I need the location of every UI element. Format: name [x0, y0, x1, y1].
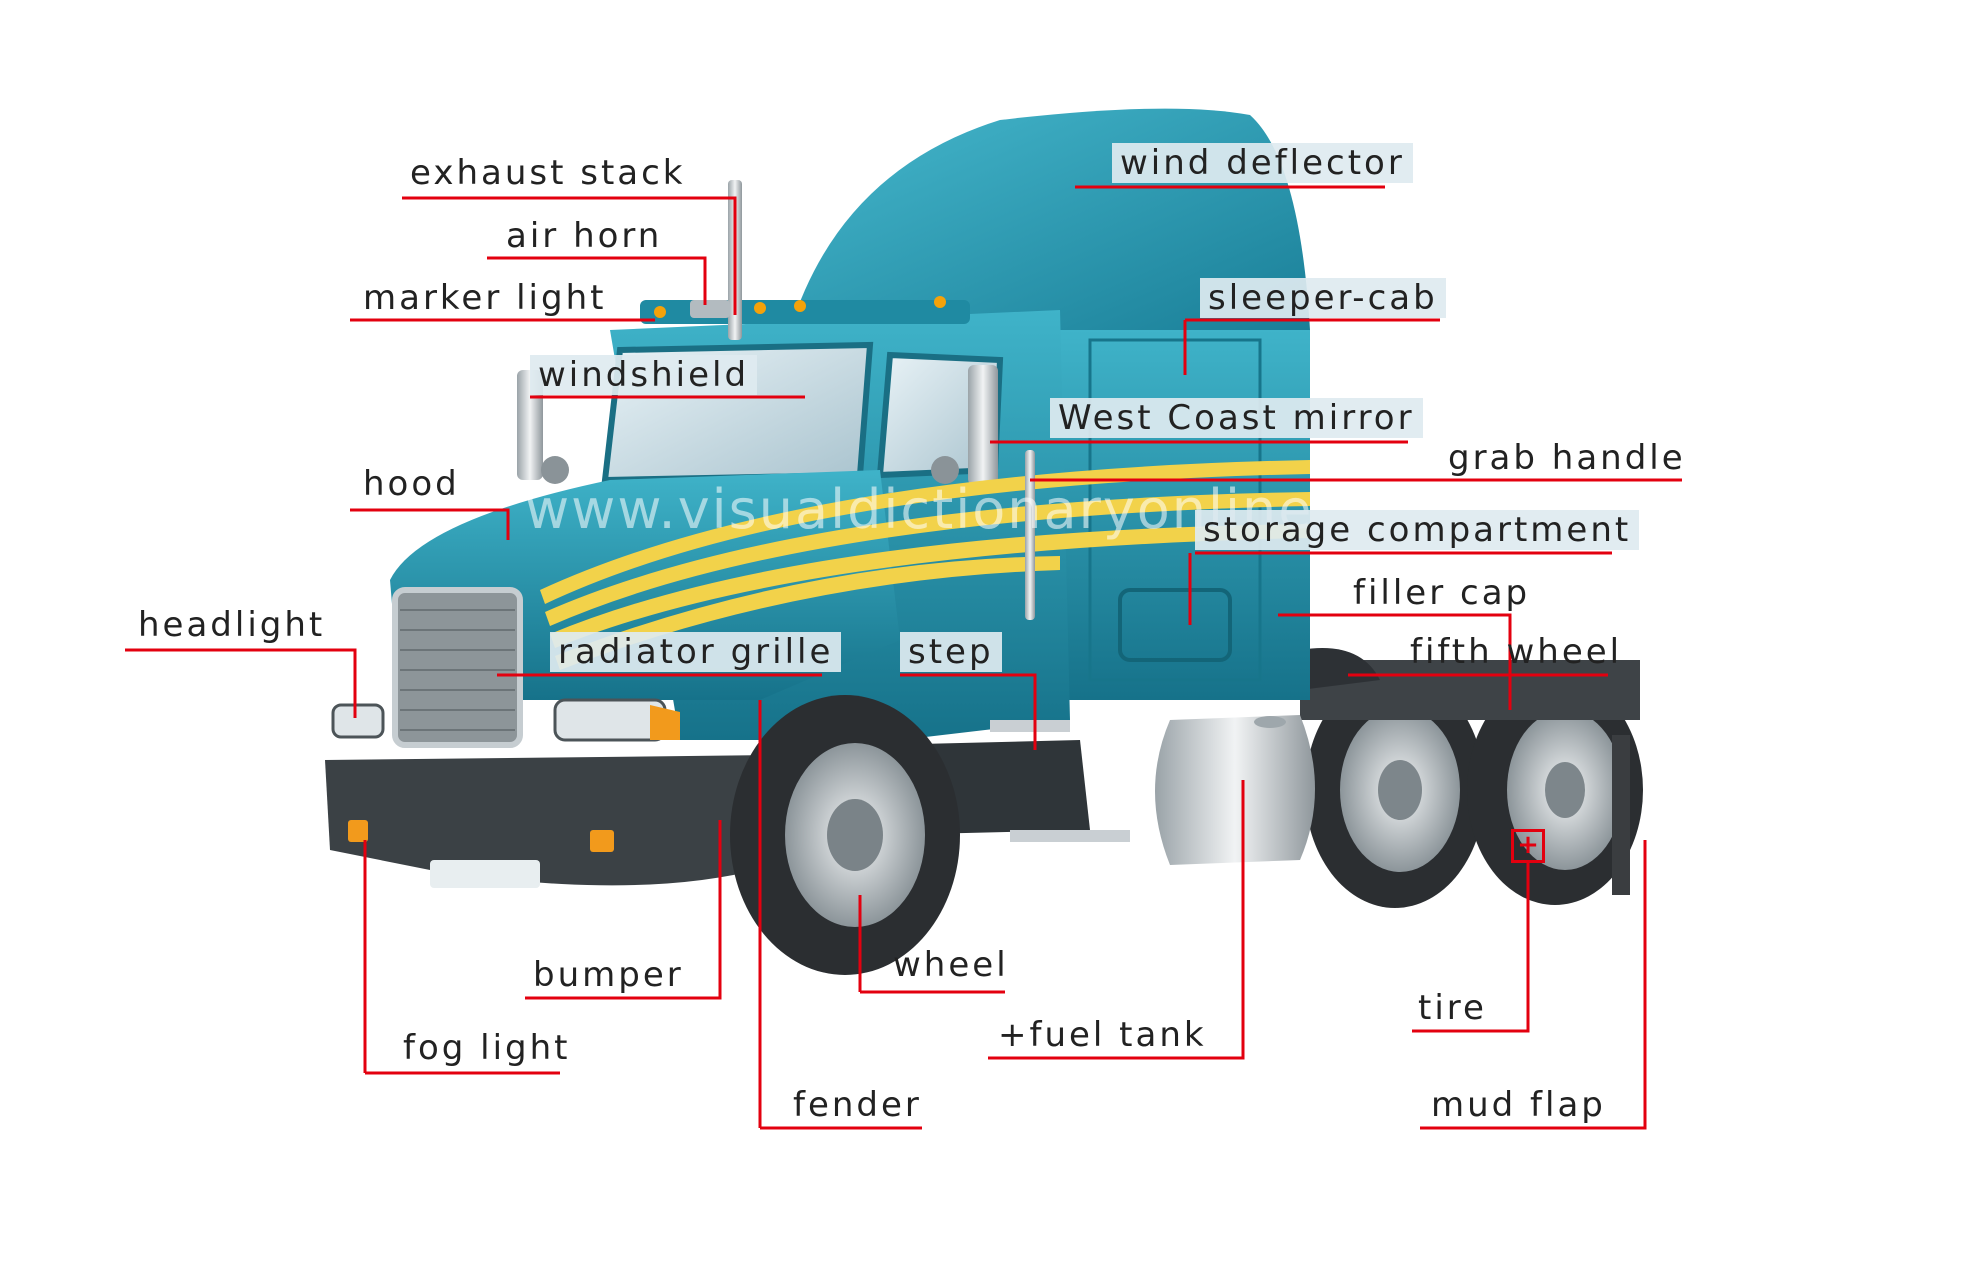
radiator-grille-shape — [392, 587, 523, 748]
label-tire: tire — [1418, 988, 1487, 1028]
front-wheel-shape — [730, 695, 960, 975]
label-fifth-wheel: fifth wheel — [1410, 632, 1623, 672]
step-shape — [990, 720, 1070, 732]
label-mud-flap: mud flap — [1431, 1085, 1606, 1125]
label-fuel-tank[interactable]: +fuel tank — [998, 1015, 1207, 1055]
grab-handle-shape — [1025, 450, 1035, 620]
label-exhaust-stack: exhaust stack — [410, 153, 686, 193]
mud-flap-shape — [1612, 735, 1630, 895]
filler-cap-shape — [1254, 716, 1286, 728]
label-filler-cap: filler cap — [1353, 573, 1531, 613]
label-storage-compartment: storage compartment — [1195, 510, 1640, 550]
label-radiator-grille: radiator grille — [550, 632, 842, 672]
label-wind-deflector: wind deflector — [1112, 143, 1413, 183]
label-air-horn: air horn — [506, 216, 663, 256]
label-fog-light: fog light — [403, 1028, 571, 1068]
label-bumper: bumper — [533, 955, 684, 995]
label-marker-light: marker light — [363, 278, 607, 318]
tire-link-icon[interactable]: + — [1511, 829, 1545, 863]
label-west-coast-mirror: West Coast mirror — [1050, 398, 1423, 438]
fuel-tank-shape — [1155, 715, 1315, 865]
label-wheel: wheel — [893, 945, 1009, 985]
label-fender: fender — [793, 1085, 922, 1125]
label-hood: hood — [363, 464, 460, 504]
west-coast-mirror-shape — [968, 365, 998, 485]
storage-compartment-shape — [1118, 588, 1232, 662]
fog-light-shape — [348, 820, 368, 842]
label-step: step — [900, 632, 1002, 672]
label-sleeper-cab: sleeper-cab — [1200, 278, 1446, 318]
label-grab-handle: grab handle — [1448, 438, 1686, 478]
headlight-shape — [331, 703, 385, 739]
fifth-wheel-shape — [1300, 648, 1380, 690]
air-horn-shape — [690, 300, 730, 318]
label-headlight: headlight — [138, 605, 326, 645]
bumper-shape — [325, 755, 790, 886]
label-windshield: windshield — [530, 355, 758, 395]
